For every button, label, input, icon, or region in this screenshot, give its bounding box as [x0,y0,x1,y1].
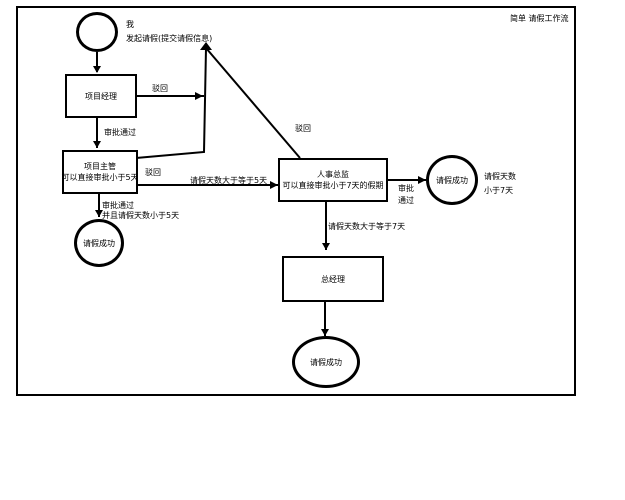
edge-label-approved-hr-1: 审批 [398,184,414,193]
arrowhead [322,243,330,250]
node-hr-director: 人事总监 可以直接审批小于7天的假期 [278,158,388,202]
arrowhead [95,210,103,217]
node-label: 请假成功 [310,357,342,367]
node-success-bottom: 请假成功 [292,336,360,388]
arrowhead [93,66,101,73]
node-general-manager: 总经理 [282,256,384,302]
edge-label-approved-pm: 审批通过 [104,128,136,137]
arrowhead [418,176,426,184]
node-label: 总经理 [321,274,345,284]
edge-hr-reject [205,47,301,159]
edge-label-approved-lead-2: 并且请假天数小于5天 [102,211,180,220]
node-project-manager: 项目经理 [65,74,137,118]
arrowhead [200,42,212,50]
start-label-me: 我 [126,20,134,29]
edge-label-gte5: 请假天数大于等于5天 [190,176,268,185]
start-node [76,12,118,52]
arrowhead [321,329,329,336]
edge-label-approved-hr-2: 通过 [398,196,414,205]
edge-label-gte7: 请假天数大于等于7天 [328,222,406,231]
node-label: 项目主管 [84,162,116,171]
node-label: 请假成功 [83,238,115,248]
edge-label-reject-hr: 驳回 [295,124,311,133]
arrowhead [270,181,278,189]
edge-label-days-lt7-2: 小于7天 [484,186,514,195]
start-label-submit: 发起请假(提交请假信息) [126,34,213,43]
edge-label-reject-lead: 驳回 [145,168,161,177]
edge-lead-reject [135,47,207,159]
node-success-left: 请假成功 [74,219,124,267]
diagram-frame [16,6,576,396]
diagram-title: 简单 请假工作流 [510,14,569,23]
node-success-right: 请假成功 [426,155,478,205]
arrowhead [195,92,203,100]
arrowhead [93,141,101,148]
node-label: 人事总监 [317,170,349,179]
node-label: 项目经理 [85,91,117,101]
node-label: 请假成功 [436,175,468,185]
node-project-lead: 项目主管 可以直接审批小于5天 [61,150,139,194]
edge-label-approved-lead-1: 审批通过 [102,201,134,210]
edge-label-reject-pm: 驳回 [152,84,168,93]
node-sublabel: 可以直接审批小于5天 [61,173,139,182]
edge-label-days-lt7-1: 请假天数 [484,172,516,181]
node-sublabel: 可以直接审批小于7天的假期 [282,181,384,190]
